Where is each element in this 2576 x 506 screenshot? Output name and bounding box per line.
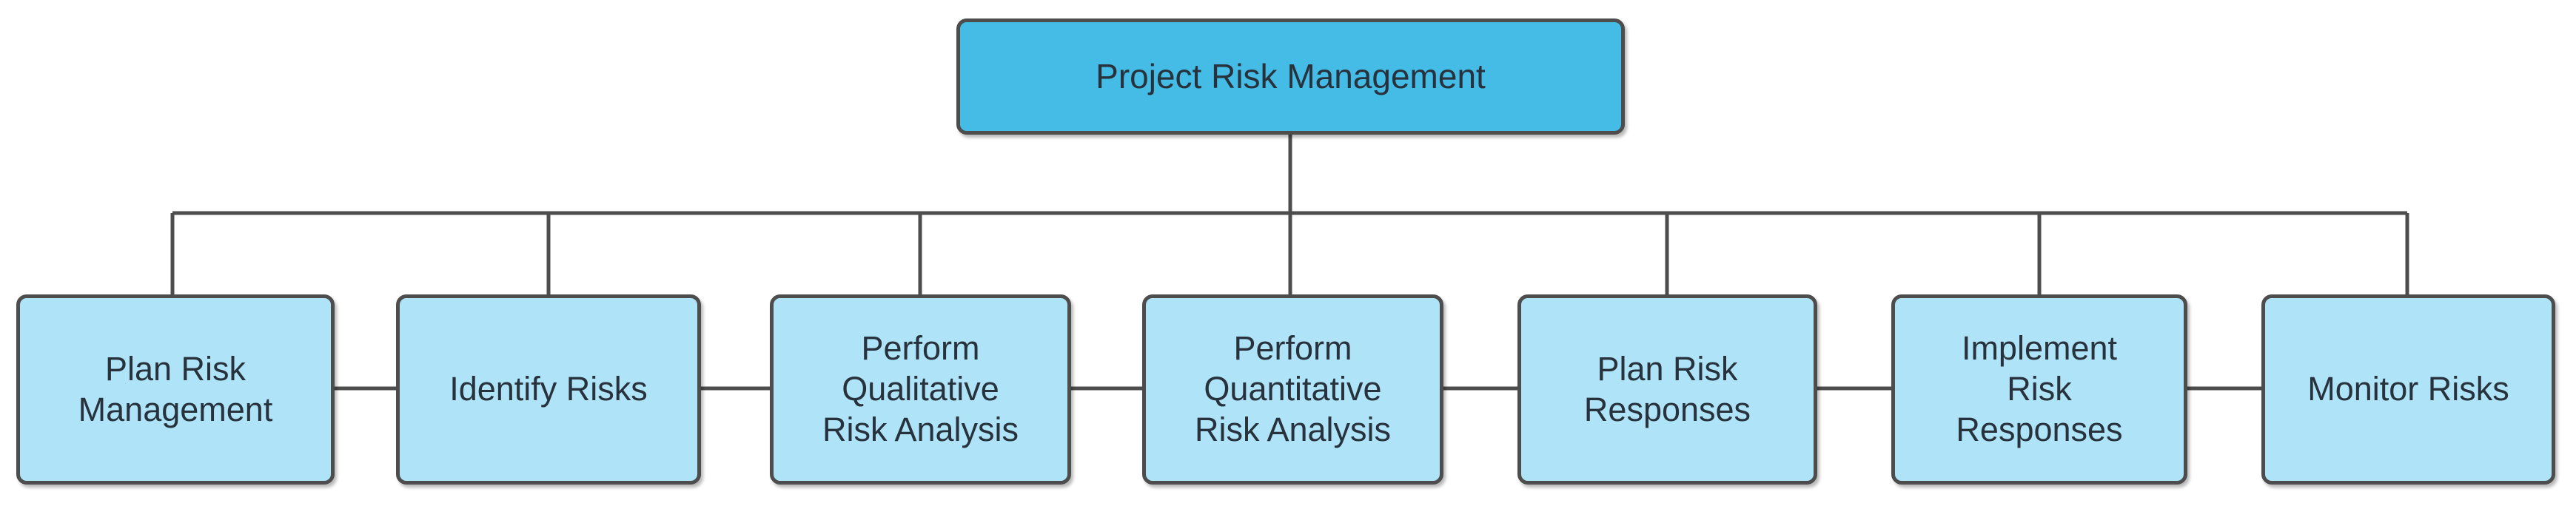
node-label: Plan Risk Responses <box>1583 349 1751 428</box>
node-label: Identify Risks <box>449 370 648 408</box>
node-implement-risk-responses[interactable]: Implement Risk Responses <box>1891 294 2187 485</box>
node-identify-risks[interactable]: Identify Risks <box>396 294 701 485</box>
node-project-risk-management[interactable]: Project Risk Management <box>956 18 1625 135</box>
node-plan-risk-management[interactable]: Plan Risk Management <box>16 294 335 485</box>
node-perform-qualitative-risk-analysis[interactable]: Perform Qualitative Risk Analysis <box>770 294 1071 485</box>
node-monitor-risks[interactable]: Monitor Risks <box>2261 294 2555 485</box>
node-label: Implement Risk Responses <box>1956 329 2123 448</box>
node-label: Monitor Risks <box>2307 370 2509 408</box>
node-label: Perform Quantitative Risk Analysis <box>1194 329 1392 448</box>
node-label: Project Risk Management <box>1096 57 1486 96</box>
node-label: Perform Qualitative Risk Analysis <box>822 329 1019 448</box>
node-perform-quantitative-risk-analysis[interactable]: Perform Quantitative Risk Analysis <box>1142 294 1443 485</box>
node-plan-risk-responses[interactable]: Plan Risk Responses <box>1517 294 1817 485</box>
node-label: Plan Risk Management <box>78 349 273 428</box>
